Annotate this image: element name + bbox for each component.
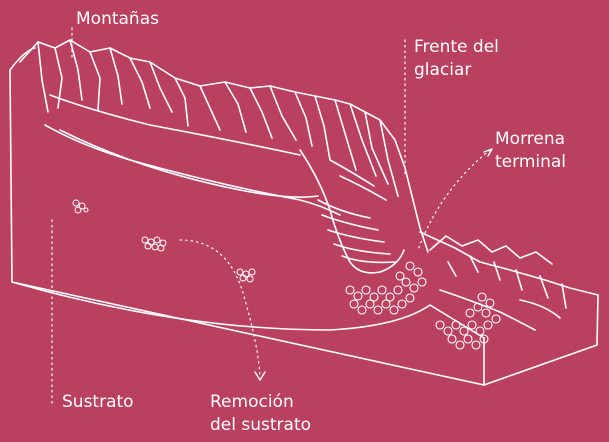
label-glacier-front-line1: Frente del: [414, 36, 499, 59]
glacier-tongue: [300, 150, 598, 330]
label-terminal-moraine: Morrena terminal: [495, 128, 566, 174]
mountain-ridge: [20, 40, 428, 252]
terminal-moraine-debris: [346, 262, 500, 349]
label-substrate: Sustrato: [62, 391, 134, 414]
label-glacier-front-line2: glaciar: [414, 59, 499, 82]
label-substrate-removal-line2: del sustrato: [210, 414, 311, 437]
plucked-rock-clusters: [73, 200, 255, 282]
label-terminal-moraine-line1: Morrena: [495, 128, 566, 151]
label-mountains-text: Montañas: [76, 8, 159, 31]
label-substrate-removal: Remoción del sustrato: [210, 391, 311, 437]
label-terminal-moraine-line2: terminal: [495, 151, 566, 174]
label-substrate-removal-line1: Remoción: [210, 391, 311, 414]
label-substrate-text: Sustrato: [62, 391, 134, 414]
block-outline: [10, 70, 598, 385]
label-mountains: Montañas: [76, 8, 159, 31]
label-glacier-front: Frente del glaciar: [414, 36, 499, 82]
leader-lines: [52, 28, 490, 405]
